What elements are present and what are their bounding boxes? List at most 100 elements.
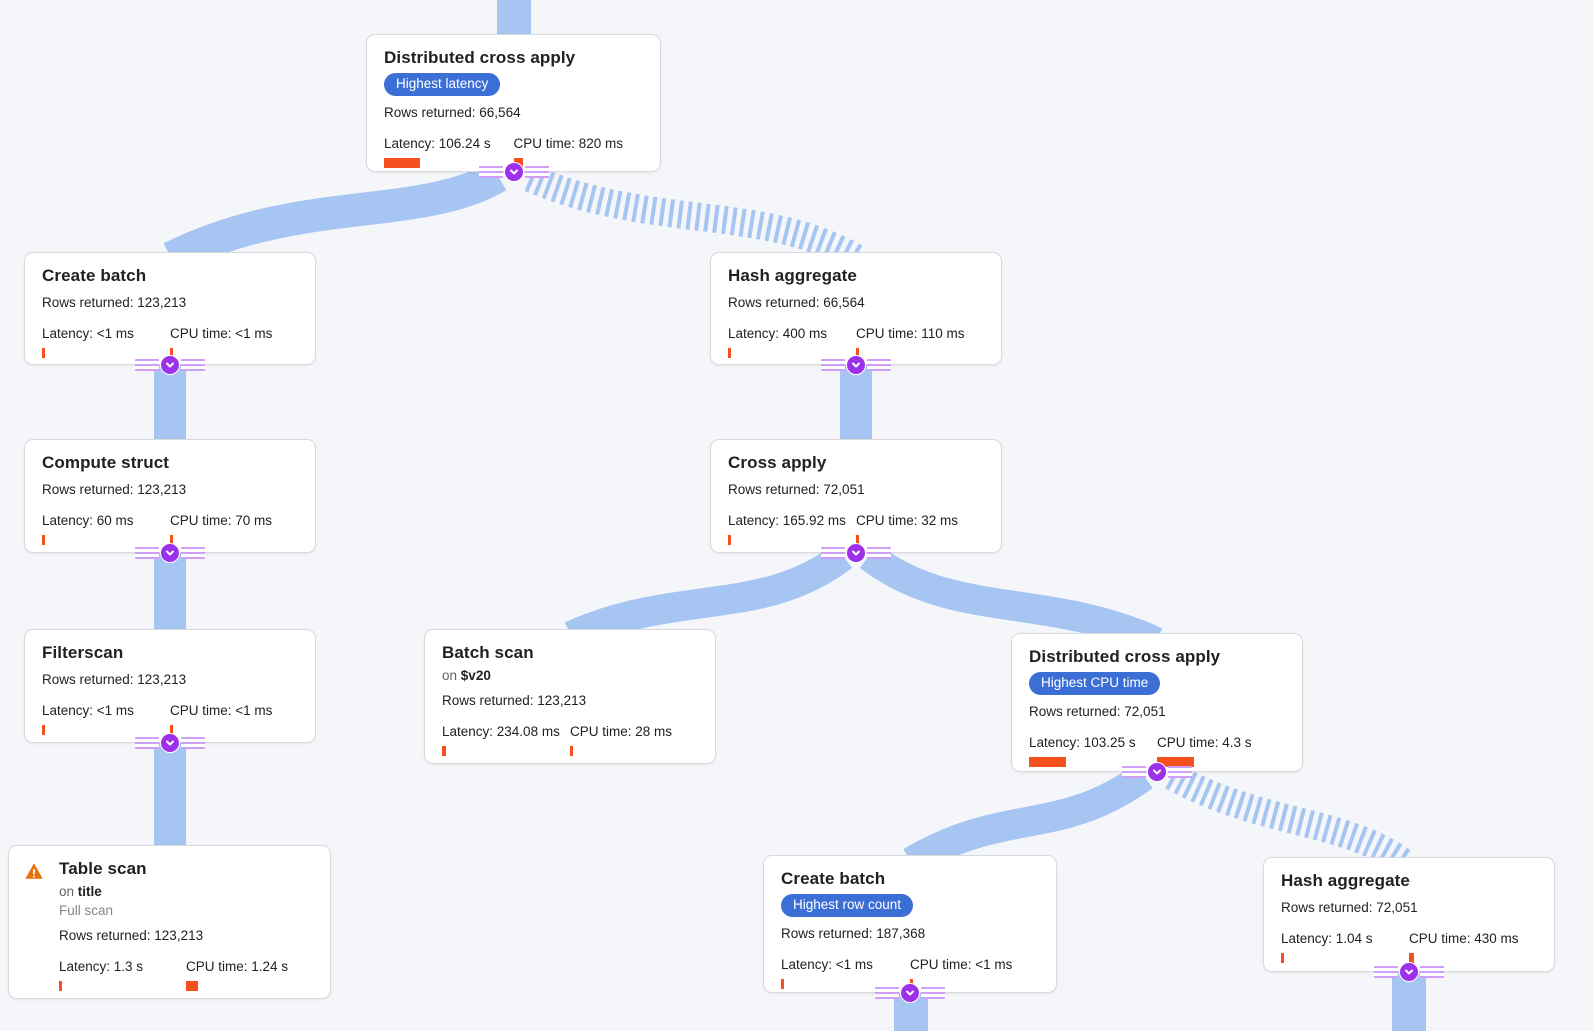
collapse-children-button[interactable]	[821, 355, 891, 375]
plan-node-distributed-cross-apply-1[interactable]: Distributed cross apply Highest latency …	[366, 34, 661, 172]
node-title: Cross apply	[728, 453, 827, 472]
plan-node-distributed-cross-apply-2[interactable]: Distributed cross apply Highest CPU time…	[1011, 633, 1303, 772]
latency-label: Latency: 60 ms	[42, 513, 134, 528]
plan-node-batch-scan[interactable]: Batch scan on $v20 Rows returned: 123,21…	[424, 629, 716, 764]
latency-label: Latency: 234.08 ms	[442, 724, 560, 739]
highest-latency-badge: Highest latency	[384, 73, 501, 96]
latency-bar	[42, 348, 45, 358]
cpu-time-bar	[170, 535, 173, 545]
connector-stripe-left	[1374, 966, 1398, 978]
cpu-time-label: CPU time: 430 ms	[1409, 931, 1519, 946]
metrics-row: Latency: <1 ms CPU time: <1 ms	[42, 325, 298, 358]
rows-returned-label: Rows returned: 66,564	[728, 295, 865, 310]
rows-returned-label: Rows returned: 123,213	[59, 928, 204, 943]
collapse-children-button[interactable]	[479, 162, 549, 182]
metrics-row: Latency: 106.24 s CPU time: 820 ms	[384, 135, 643, 168]
metrics-row: Latency: <1 ms CPU time: <1 ms	[781, 956, 1039, 989]
metrics-row: Latency: 60 ms CPU time: 70 ms	[42, 512, 298, 545]
collapse-children-button[interactable]	[135, 733, 205, 753]
connector-stripe-left	[135, 547, 159, 559]
connector-stripe-right	[1420, 966, 1444, 978]
edge-distributed-cross-apply-2-to-hash-aggregate-2	[1165, 763, 1415, 876]
rows-returned-label: Rows returned: 123,213	[442, 693, 587, 708]
node-title: Hash aggregate	[728, 266, 857, 285]
cpu-time-bar	[856, 348, 859, 358]
plan-node-cross-apply[interactable]: Cross apply Rows returned: 72,051 Latenc…	[710, 439, 1002, 553]
cpu-time-label: CPU time: 4.3 s	[1157, 735, 1252, 750]
latency-label: Latency: 165.92 ms	[728, 513, 846, 528]
collapse-children-button[interactable]	[135, 543, 205, 563]
cpu-time-bar	[856, 535, 859, 545]
rows-returned-label: Rows returned: 72,051	[1029, 704, 1166, 719]
connector-stripe-right	[867, 359, 891, 371]
connector-stripe-left	[1122, 766, 1146, 778]
latency-label: Latency: 1.04 s	[1281, 931, 1373, 946]
latency-label: Latency: 1.3 s	[59, 959, 144, 974]
cpu-time-bar	[1409, 953, 1414, 963]
chevron-down-icon	[1399, 962, 1419, 982]
connector-stripe-left	[135, 359, 159, 371]
collapse-children-button[interactable]	[821, 543, 891, 563]
connector-stripe-right	[867, 547, 891, 559]
metrics-row: Latency: 400 ms CPU time: 110 ms	[728, 325, 984, 358]
connector-stripe-right	[181, 359, 205, 371]
metrics-row: Latency: 103.25 s CPU time: 4.3 s	[1029, 734, 1285, 767]
plan-node-create-batch-2[interactable]: Create batch Highest row count Rows retu…	[763, 855, 1057, 993]
collapse-children-button[interactable]	[135, 355, 205, 375]
cpu-time-bar	[570, 746, 573, 756]
connector-stripe-left	[821, 547, 845, 559]
latency-bar	[1281, 953, 1284, 963]
cpu-time-label: CPU time: <1 ms	[910, 957, 1013, 972]
latency-bar	[442, 746, 446, 756]
latency-label: Latency: <1 ms	[42, 326, 134, 341]
scan-target-value: title	[77, 884, 102, 899]
edge-distributed-cross-apply-1-to-hash-aggregate-1	[524, 165, 863, 271]
collapse-children-button[interactable]	[1122, 762, 1192, 782]
metrics-row: Latency: 234.08 ms CPU time: 28 ms	[442, 723, 698, 756]
plan-node-hash-aggregate-2[interactable]: Hash aggregate Rows returned: 72,051 Lat…	[1263, 857, 1555, 972]
edge-distributed-cross-apply-2-to-create-batch-2	[903, 763, 1153, 875]
chevron-down-icon	[900, 983, 920, 1003]
latency-label: Latency: <1 ms	[781, 957, 873, 972]
scan-target: on $v20	[442, 668, 491, 683]
rows-returned-label: Rows returned: 72,051	[1281, 900, 1418, 915]
edge-distributed-cross-apply-1-to-create-batch-1	[163, 161, 507, 273]
cpu-time-label: CPU time: 28 ms	[570, 724, 673, 739]
cpu-time-bar	[170, 348, 173, 358]
plan-node-create-batch-1[interactable]: Create batch Rows returned: 123,213 Late…	[24, 252, 316, 365]
latency-bar	[728, 535, 731, 545]
connector-stripe-left	[821, 359, 845, 371]
connector-stripe-left	[135, 737, 159, 749]
collapse-children-button[interactable]	[1374, 962, 1444, 982]
plan-node-filterscan[interactable]: Filterscan Rows returned: 123,213 Latenc…	[24, 629, 316, 743]
latency-bar	[384, 158, 420, 168]
scan-target-value: $v20	[460, 668, 491, 683]
highest-cpu-time-badge: Highest CPU time	[1029, 672, 1161, 695]
latency-label: Latency: 103.25 s	[1029, 735, 1136, 750]
latency-label: Latency: <1 ms	[42, 703, 134, 718]
edge-cross-apply-to-batch-scan	[564, 543, 853, 650]
node-title: Distributed cross apply	[384, 48, 576, 67]
highest-row-count-badge: Highest row count	[781, 894, 914, 917]
node-title: Distributed cross apply	[1029, 647, 1221, 666]
plan-node-compute-struct[interactable]: Compute struct Rows returned: 123,213 La…	[24, 439, 316, 553]
rows-returned-label: Rows returned: 123,213	[42, 672, 187, 687]
collapse-children-button[interactable]	[875, 983, 945, 1003]
scan-target: on title	[59, 884, 102, 899]
chevron-down-icon	[160, 543, 180, 563]
latency-bar	[42, 535, 45, 545]
plan-node-hash-aggregate-1[interactable]: Hash aggregate Rows returned: 66,564 Lat…	[710, 252, 1002, 365]
chevron-down-icon	[504, 162, 524, 182]
cpu-time-label: CPU time: 820 ms	[513, 136, 624, 151]
latency-label: Latency: 400 ms	[728, 326, 828, 341]
chevron-down-icon	[1147, 762, 1167, 782]
plan-node-table-scan[interactable]: Table scan on title Full scan Rows retur…	[8, 845, 331, 999]
connector-stripe-left	[875, 987, 899, 999]
latency-bar	[1029, 757, 1066, 767]
connector-stripe-right	[181, 737, 205, 749]
connector-stripe-right	[525, 166, 549, 178]
cpu-time-label: CPU time: 110 ms	[856, 326, 965, 341]
connector-stripe-right	[181, 547, 205, 559]
metrics-row: Latency: <1 ms CPU time: <1 ms	[42, 702, 298, 735]
